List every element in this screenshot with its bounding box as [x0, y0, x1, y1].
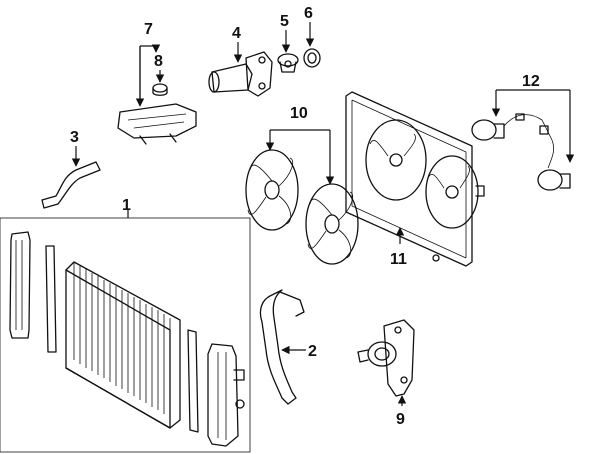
callout-9: 9 [396, 411, 405, 428]
radiator-assembly [0, 217, 251, 453]
tank-fitting [233, 369, 245, 381]
callout-7: 7 [144, 21, 153, 38]
water-pump [357, 319, 415, 397]
radiator-left-seal [45, 245, 57, 353]
callout-10: 10 [290, 105, 308, 122]
cooling-fan-left [245, 149, 299, 231]
drain-plug [235, 399, 245, 409]
water-inlet [208, 51, 273, 97]
fan-shroud [345, 91, 485, 267]
reservoir-cap [152, 83, 168, 96]
callout-6: 6 [304, 5, 313, 22]
thermostat [277, 53, 299, 73]
callout-3: 3 [70, 129, 79, 146]
lower-radiator-hose [259, 289, 305, 405]
leader-lines [71, 22, 575, 406]
callout-5: 5 [280, 13, 289, 30]
right-tank-detail [217, 352, 227, 440]
cooling-fan-right [305, 183, 359, 265]
callout-11: 11 [390, 251, 407, 268]
callout-labels: 1 2 3 4 5 6 7 8 9 10 11 12 [70, 5, 540, 428]
radiator-core [65, 261, 181, 429]
upper-radiator-hose [41, 161, 101, 209]
radiator-group-box [0, 217, 251, 453]
fan-motors [471, 113, 571, 191]
thermostat-gasket [303, 48, 321, 68]
left-tank-detail [15, 240, 23, 330]
callout-4: 4 [232, 25, 241, 42]
radiator-left-tank [9, 231, 31, 339]
radiator-right-seal [187, 329, 199, 433]
coolant-reservoir [117, 103, 197, 145]
callout-2: 2 [308, 343, 317, 360]
callout-8: 8 [154, 53, 163, 70]
callout-12: 12 [522, 73, 540, 90]
callout-1: 1 [122, 197, 131, 214]
radiator-right-tank [207, 343, 239, 447]
